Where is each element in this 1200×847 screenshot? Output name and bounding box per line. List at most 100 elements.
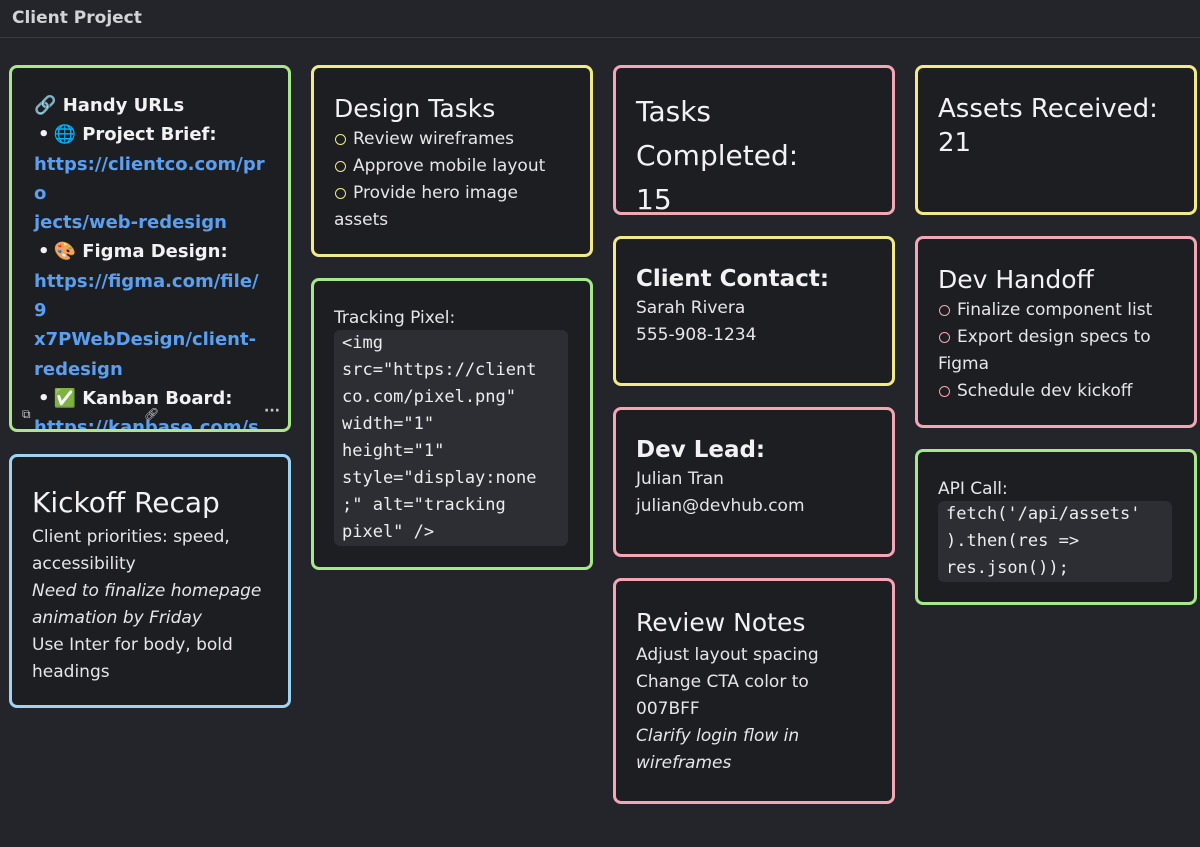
handoff-task-label: Export design specs to [957,327,1151,347]
kickoff-line: headings [32,662,110,682]
client-contact-card[interactable]: Client Contact: Sarah Rivera 555-908-123… [613,236,895,386]
code-line: fetch('/api/assets' [946,504,1141,524]
kickoff-line: accessibility [32,554,136,574]
handoff-task-label: Finalize component list [957,300,1153,320]
code-line: style="display:none [342,468,537,488]
task-label: Review wireframes [353,129,515,149]
handoff-task-item[interactable]: Schedule dev kickoff [938,378,1174,405]
code-line: ;" alt="tracking [342,495,506,515]
dev-lead-title: Dev Lead: [636,437,766,463]
handoff-task-label: Schedule dev kickoff [957,381,1133,401]
url-item-label: Kanban Board: [82,387,233,409]
tasks-completed-value: 15 [636,183,672,215]
circle-checkbox-icon[interactable] [335,188,346,199]
bullet-dot: • [38,241,50,263]
kickoff-line: Client priorities: speed, [32,527,230,547]
handoff-task-label: Figma [938,354,990,374]
code-line: width="1" [342,414,435,434]
task-label: Approve mobile layout [353,156,546,176]
code-line: <img [342,333,383,353]
link-chain-icon[interactable]: 🔗︎ [144,407,160,421]
url-link-line[interactable]: https://clientco.com/pro [34,153,265,204]
dev-handoff-title: Dev Handoff [938,265,1094,294]
review-notes-title: Review Notes [636,608,806,637]
api-call-card[interactable]: API Call: fetch('/api/assets' ).then(res … [915,449,1197,605]
url-list: •🌐 Project Brief:https://clientco.com/pr… [34,120,270,432]
circle-checkbox-icon[interactable] [335,161,346,172]
kickoff-line: animation by Friday [32,608,202,628]
code-line: pixel" /> [342,522,435,542]
code-line: ).then(res => [946,531,1080,551]
circle-checkbox-icon[interactable] [335,134,346,145]
code-line: src="https://client [342,360,537,380]
urls-title-row: 🔗 Handy URLs [34,91,270,120]
kickoff-title: Kickoff Recap [32,486,220,519]
globe-icon: 🌐 [53,124,76,146]
palette-icon: 🎨 [53,241,76,263]
url-link-line[interactable]: https://figma.com/file/9 [34,270,259,322]
kickoff-recap-card[interactable]: Kickoff Recap Client priorities: speed, a… [9,454,291,708]
dev-lead-card[interactable]: Dev Lead: Julian Tran julian@devhub.com [613,407,895,557]
dev-lead-email: julian@devhub.com [636,496,805,516]
review-note-line: Clarify login flow in [636,726,800,746]
circle-checkbox-icon[interactable] [939,305,950,316]
urls-title: Handy URLs [62,95,185,116]
url-item-label: Project Brief: [82,124,217,146]
url-item-label-row: •🌐 Project Brief: [34,120,270,149]
bullet-dot: • [38,387,50,409]
tracking-label: Tracking Pixel: [334,308,456,328]
card-footer-toolbar: ⧉ 🔗︎ ··· [12,403,288,423]
review-note-line: Adjust layout spacing [636,645,819,665]
tracking-pixel-card[interactable]: Tracking Pixel: <img src="https://client c… [311,278,593,570]
link-icon: 🔗 [34,95,57,116]
task-item[interactable]: Approve mobile layout [334,153,570,180]
client-contact-name: Sarah Rivera [636,298,746,318]
client-contact-phone: 555-908-1234 [636,325,757,345]
code-line: height="1" [342,441,445,461]
url-link-line[interactable]: https://kanbase.com/sa [34,417,259,432]
copy-icon[interactable]: ⧉ [22,407,31,421]
circle-checkbox-icon[interactable] [939,332,950,343]
review-note-line: Change CTA color to [636,672,809,692]
board-header: Client Project [0,0,1200,38]
code-line: co.com/pixel.png" [342,387,516,407]
task-label-continuation: assets [334,210,389,230]
handoff-task-continuation: Figma [938,351,1174,378]
url-link-line[interactable]: redesign [34,358,123,380]
assets-received-card[interactable]: Assets Received: 21 [915,65,1197,215]
task-item[interactable]: Provide hero image [334,180,570,207]
url-link-line[interactable]: jects/web-redesign [34,212,227,234]
circle-checkbox-icon[interactable] [939,386,950,397]
url-item-label-row: •🎨 Figma Design: [34,237,270,266]
handoff-task-item[interactable]: Finalize component list [938,297,1174,324]
review-note-line: 007BFF [636,699,700,719]
client-contact-title: Client Contact: [636,266,830,292]
handy-urls-card[interactable]: 🔗 Handy URLs •🌐 Project Brief:https://cl… [9,65,291,432]
check-icon: ✅ [53,387,76,409]
url-link[interactable]: https://clientco.com/pro jects/web-redesi… [34,150,270,238]
url-link-line[interactable]: x7PWebDesign/client- [34,329,257,351]
url-link[interactable]: https://kanbase.com/sam/client-web-redes… [34,413,270,432]
assets-received-title: Assets Received: 21 [938,94,1158,158]
code-line: res.json()); [946,558,1069,578]
kickoff-line: Need to finalize homepage [32,581,262,601]
api-call-label: API Call: [938,479,1008,499]
bullet-dot: • [38,124,50,146]
tasks-completed-card[interactable]: Tasks Completed: 15 [613,65,895,215]
task-label: Provide hero image [353,183,519,203]
url-item-label: Figma Design: [82,241,228,263]
url-link[interactable]: https://figma.com/file/9 x7PWebDesign/cli… [34,267,270,384]
board-title: Client Project [12,8,142,28]
handoff-task-item[interactable]: Export design specs to [938,324,1174,351]
task-item[interactable]: Review wireframes [334,126,570,153]
dev-lead-name: Julian Tran [636,469,724,489]
url-item-label-row: •✅ Kanban Board: [34,384,270,413]
more-options-icon[interactable]: ··· [264,403,280,419]
